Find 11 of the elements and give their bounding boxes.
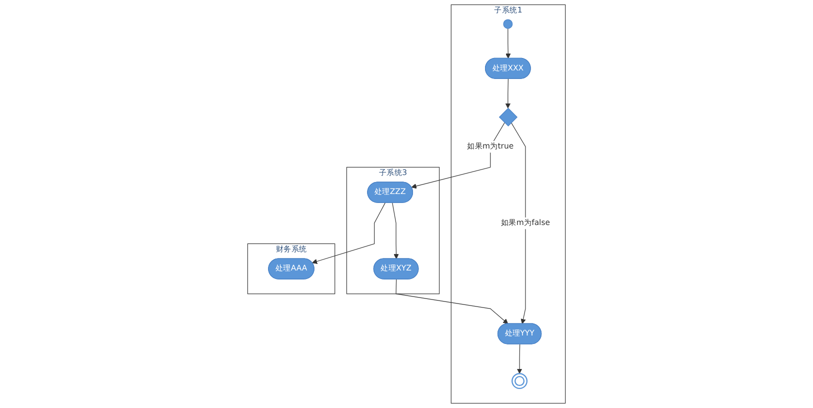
arrow bbox=[516, 344, 522, 374]
arrow bbox=[411, 122, 505, 189]
node-circle bbox=[512, 373, 528, 390]
arrow bbox=[506, 28, 511, 59]
arrow bbox=[510, 122, 526, 324]
node-circle bbox=[503, 19, 513, 29]
node-diamond bbox=[498, 108, 518, 126]
arrow bbox=[392, 202, 399, 260]
arrow bbox=[505, 78, 511, 108]
arrow bbox=[312, 202, 386, 264]
arrow bbox=[396, 279, 508, 324]
